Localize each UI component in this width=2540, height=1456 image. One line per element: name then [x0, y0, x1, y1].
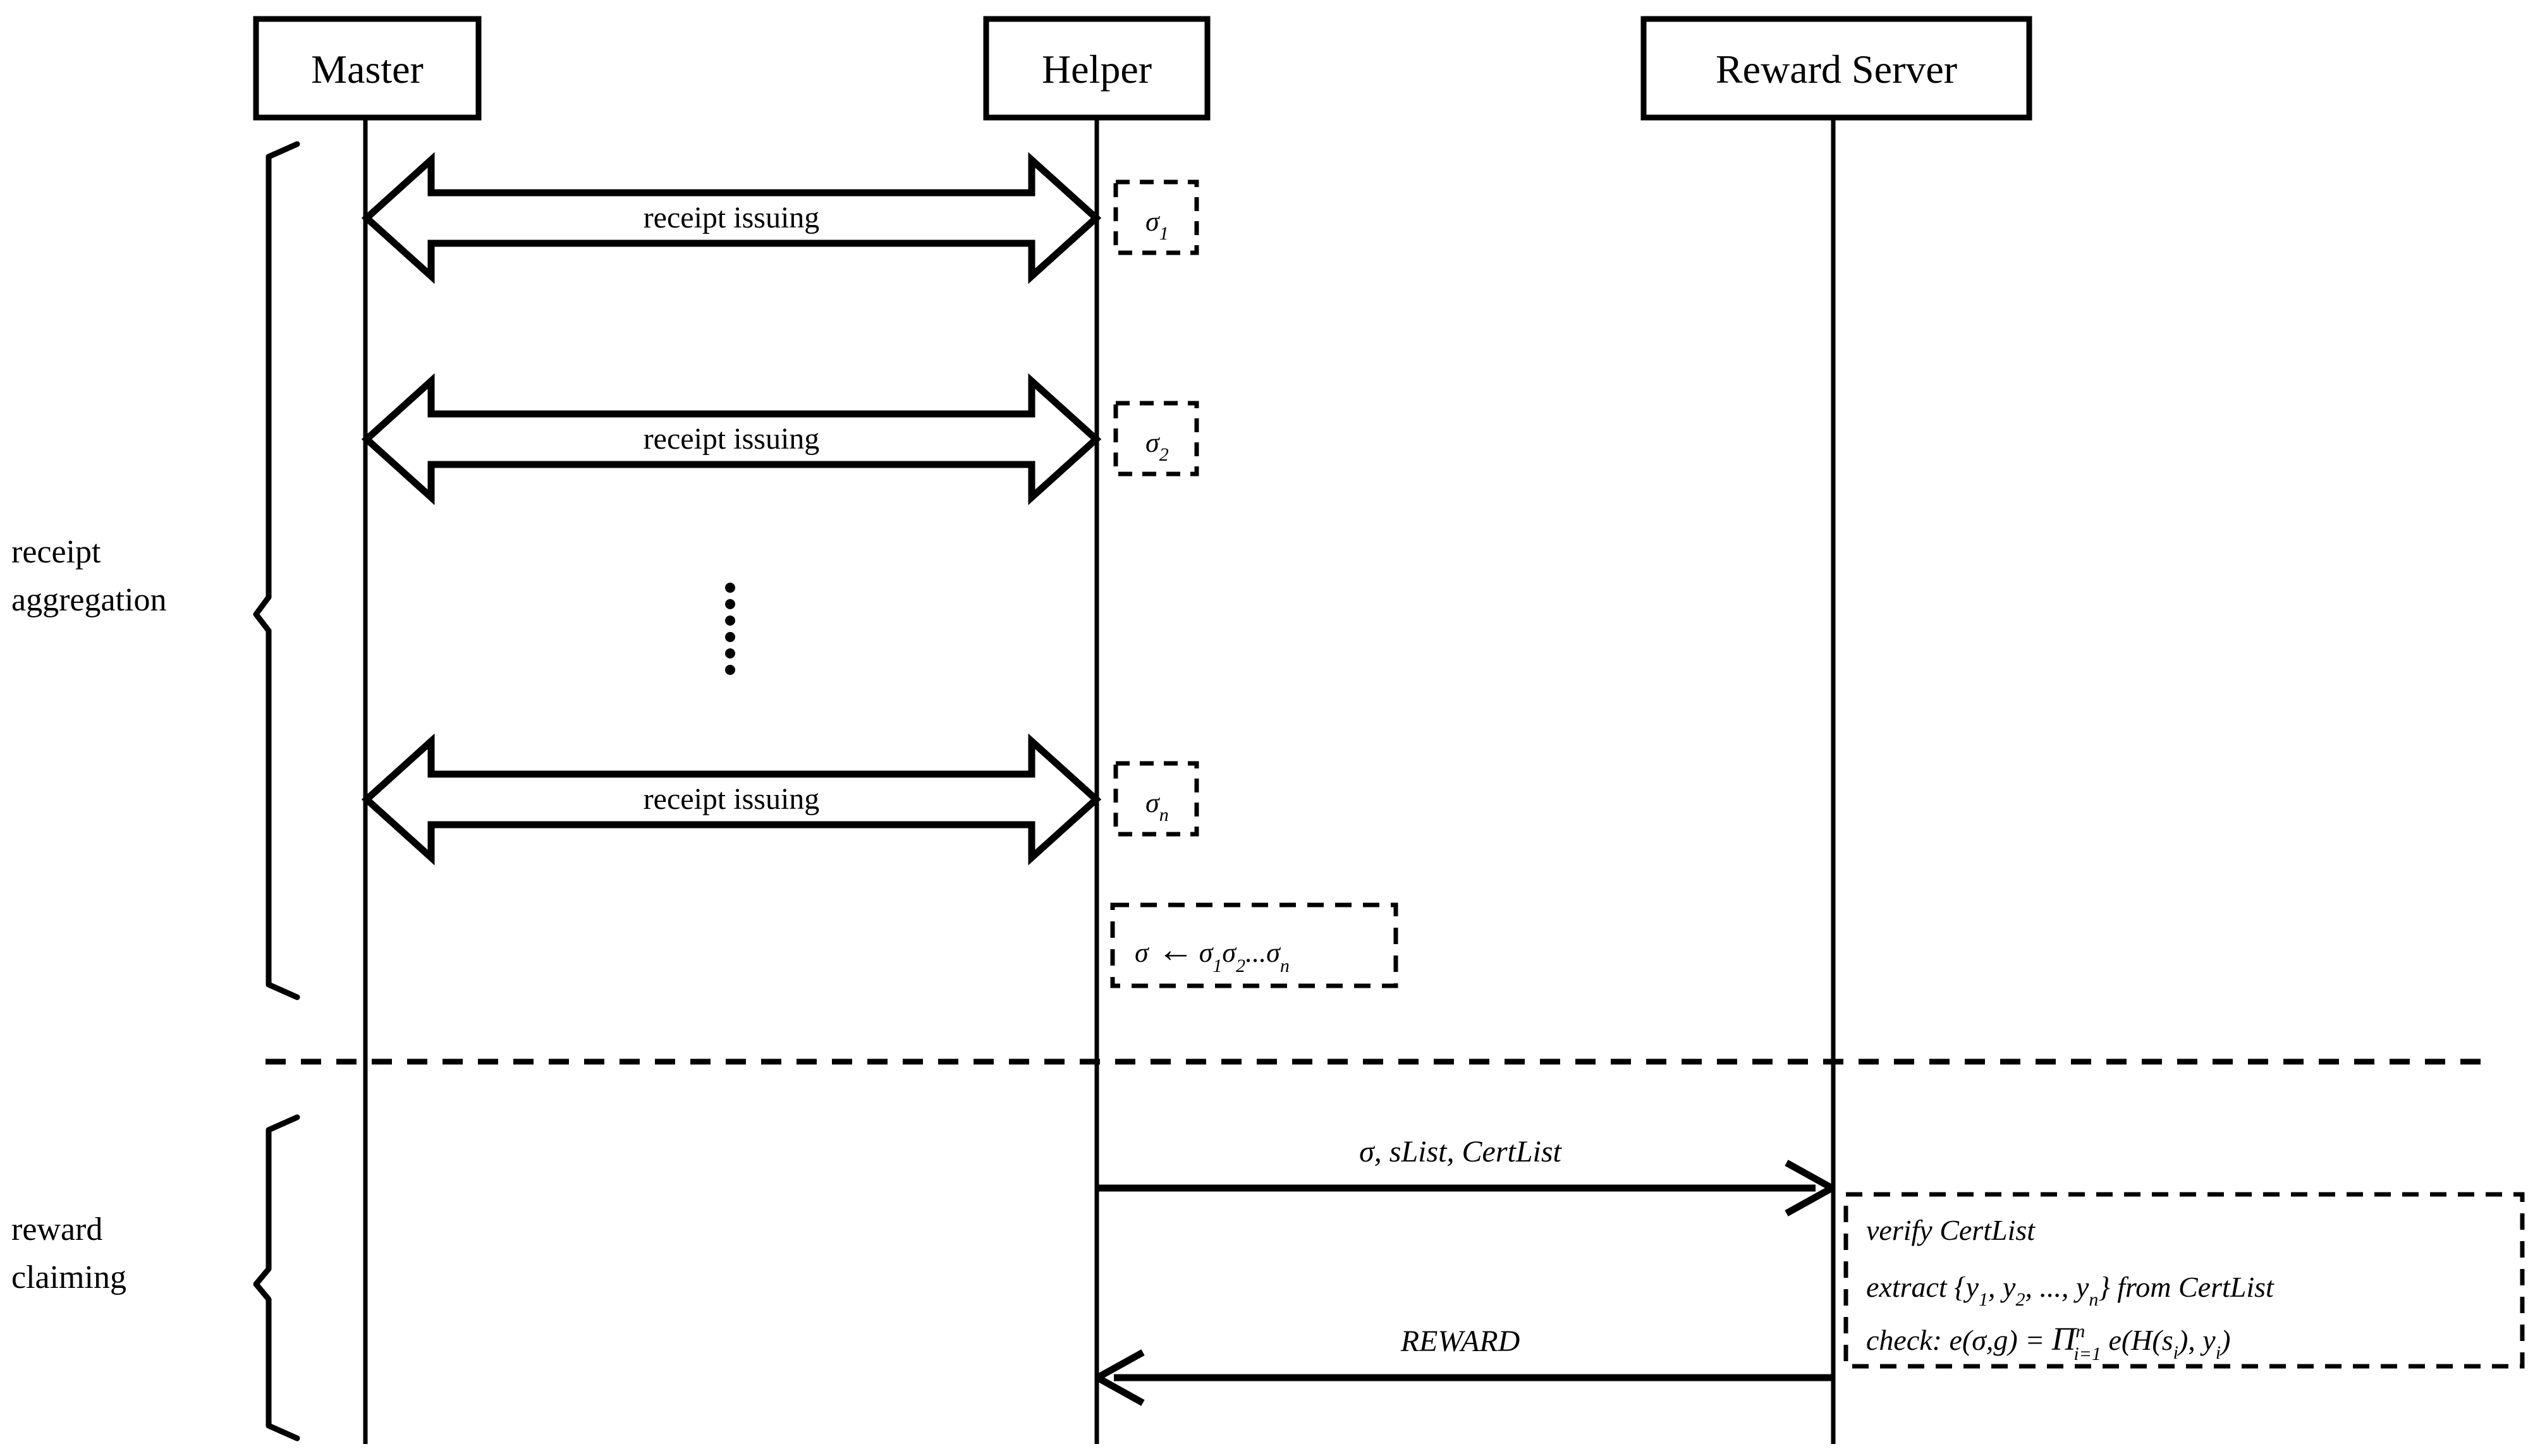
note-label-sigma-2: σ2: [1145, 427, 1169, 465]
pi-superscript: n: [2075, 1321, 2085, 1342]
agg-dots: ...: [1245, 937, 1266, 968]
sigma-subscript-n: n: [1159, 804, 1169, 825]
extract-prefix: extract {y: [1866, 1271, 1979, 1303]
note-verify[interactable]: verify CertList extract {y1, y2, ..., yn…: [1843, 1192, 2525, 1369]
agg-sigma-n: σ: [1266, 937, 1281, 968]
participant-box-helper: [983, 16, 1211, 121]
phase-brace-reward-claiming: [253, 1114, 300, 1441]
message-reward-response[interactable]: REWARD: [1096, 1325, 1832, 1406]
agg-sigma-1: σ: [1199, 937, 1214, 968]
message-receipt-issuing-n[interactable]: receipt issuing: [361, 733, 1102, 866]
block-arrow-outline-n: [361, 733, 1102, 866]
extract-suffix: } from CertList: [2098, 1271, 2274, 1303]
phase-label-receipt-aggregation-line1: receipt: [11, 534, 101, 570]
phase-label-receipt-aggregation: receipt aggregation: [11, 534, 166, 618]
note-sigma-1[interactable]: σ1: [1113, 179, 1199, 255]
check-end: ): [2219, 1324, 2230, 1356]
note-label-sigma-1: σ1: [1145, 206, 1169, 244]
message-label-reward-response: REWARD: [1400, 1325, 1520, 1358]
participant-label-reward-server: Reward Server: [1716, 47, 1957, 92]
participant-box-reward-server: [1640, 16, 2032, 121]
agg-sigma-2: σ: [1222, 937, 1237, 968]
arrowhead-left-reward-response: [1096, 1349, 1145, 1406]
check-prefix: check: e(σ,g) =: [1866, 1324, 2052, 1356]
sigma-subscript-2: 2: [1159, 444, 1169, 465]
phase-label-reward-claiming: reward claiming: [11, 1211, 126, 1295]
block-arrow-outline-1: [361, 152, 1102, 284]
note-box-sigma-1: [1113, 179, 1199, 255]
note-label-aggregation: σ←σ1σ2...σn: [1135, 929, 1290, 976]
participant-box-master: [253, 16, 482, 121]
agg-sigma: σ: [1135, 937, 1150, 968]
note-line-verify-certlist: verify CertList: [1866, 1214, 2036, 1246]
sigma-glyph-1: σ: [1145, 206, 1161, 237]
note-sigma-n[interactable]: σn: [1113, 761, 1199, 837]
note-box-sigma-2: [1113, 401, 1199, 476]
note-box-sigma-n: [1113, 761, 1199, 837]
phase-label-reward-claiming-line2: claiming: [11, 1259, 126, 1295]
phase-brace-receipt-aggregation: [253, 141, 300, 1000]
participant-helper[interactable]: Helper: [983, 16, 1211, 121]
participant-label-master: Master: [311, 47, 424, 92]
note-box-verify: [1843, 1192, 2525, 1369]
message-label-claim-request: σ, sList, CertList: [1359, 1135, 1562, 1168]
extract-dots: , ..., y: [2025, 1271, 2089, 1303]
vertical-ellipsis-icon: [725, 583, 735, 675]
phase-label-receipt-aggregation-line2: aggregation: [11, 582, 166, 618]
check-mid: ), y: [2177, 1324, 2216, 1356]
agg-sigma-2-sub: 2: [1236, 956, 1245, 976]
sigma-glyph-2: σ: [1145, 427, 1161, 458]
participant-master[interactable]: Master: [253, 16, 482, 121]
note-aggregation[interactable]: σ←σ1σ2...σn: [1110, 902, 1398, 988]
note-box-aggregation: [1110, 902, 1398, 988]
message-label-receipt-issuing-2: receipt issuing: [644, 422, 820, 456]
check-rest: e(H(s: [2101, 1324, 2173, 1356]
phase-label-reward-claiming-line1: reward: [11, 1211, 102, 1247]
note-label-sigma-n: σn: [1145, 787, 1169, 825]
message-receipt-issuing-2[interactable]: receipt issuing: [361, 373, 1102, 506]
message-label-receipt-issuing-n: receipt issuing: [644, 782, 820, 816]
extract-mid: , y: [1988, 1271, 2016, 1303]
check-yi-sub: i: [2216, 1342, 2221, 1363]
sigma-subscript-1: 1: [1159, 223, 1169, 244]
agg-sigma-1-sub: 1: [1212, 956, 1222, 976]
sigma-glyph-n: σ: [1145, 787, 1161, 818]
note-line-extract-y: extract {y1, y2, ..., yn} from CertList: [1866, 1271, 2274, 1310]
participant-label-helper: Helper: [1042, 47, 1152, 92]
pi-product-symbol: Π: [2051, 1321, 2078, 1357]
check-si-sub: i: [2173, 1342, 2178, 1363]
note-sigma-2[interactable]: σ2: [1113, 401, 1199, 476]
message-claim-request[interactable]: σ, sList, CertList: [1099, 1135, 1834, 1216]
message-label-receipt-issuing-1: receipt issuing: [644, 201, 820, 234]
block-arrow-outline-2: [361, 373, 1102, 506]
agg-left-arrow-icon: ←: [1157, 929, 1194, 970]
pi-subscript: i=1: [2073, 1344, 2101, 1364]
participant-reward-server[interactable]: Reward Server: [1640, 16, 2032, 121]
lifelines-group: [363, 118, 1836, 1444]
agg-sigma-n-sub: n: [1280, 956, 1290, 976]
arrowhead-right-claim-request: [1785, 1160, 1834, 1216]
message-receipt-issuing-1[interactable]: receipt issuing: [361, 152, 1102, 284]
